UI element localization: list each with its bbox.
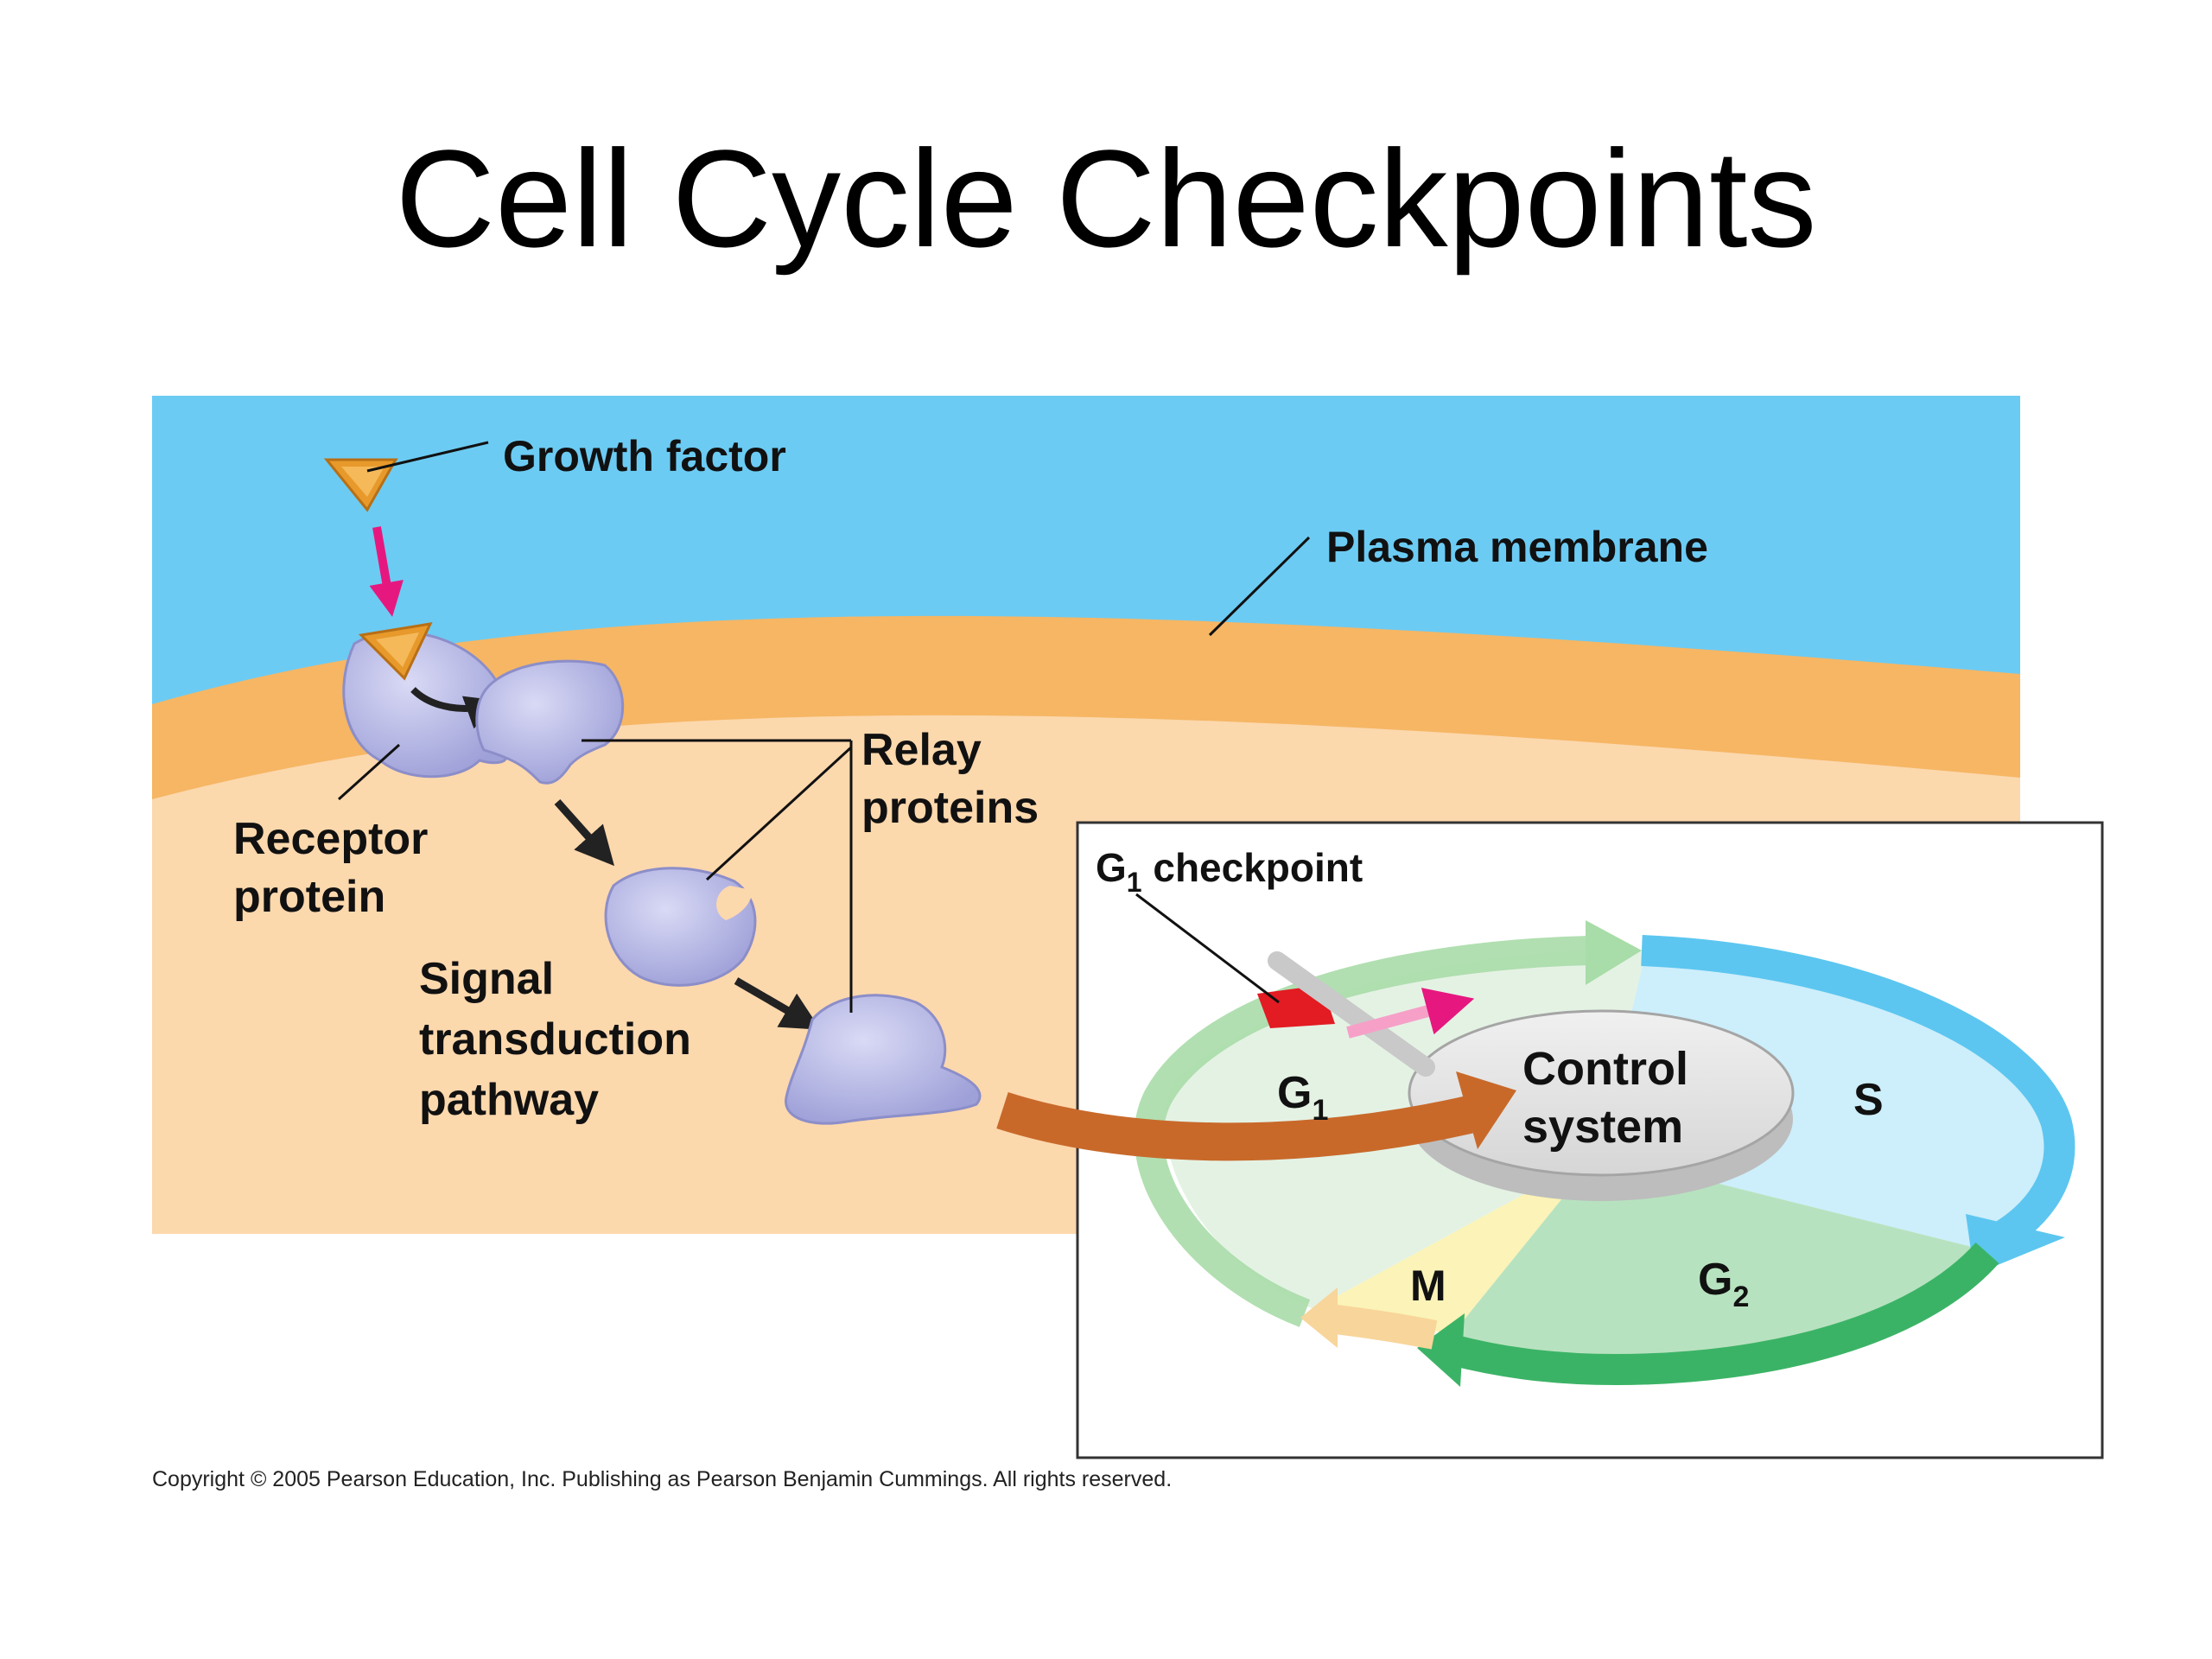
receptor-leader-line [337, 743, 401, 801]
phase-g1-sub: 1 [1312, 1094, 1328, 1127]
copyright-notice: Copyright © 2005 Pearson Education, Inc.… [152, 1467, 1173, 1491]
plasma-membrane-label: Plasma membrane [1326, 523, 1708, 571]
phase-g2-label: G2 [1698, 1255, 1749, 1313]
signal-label-line2: transduction [419, 1014, 691, 1065]
relay-protein-3 [785, 994, 982, 1125]
phase-g1-label: G1 [1277, 1068, 1328, 1127]
checkpoint-label-sub: 1 [1127, 867, 1142, 898]
checkpoint-leader-line [1135, 893, 1280, 1004]
slide-title: Cell Cycle Checkpoints [395, 121, 1817, 276]
signal-label-line3: pathway [419, 1075, 599, 1125]
phase-s-label: S [1853, 1075, 1884, 1125]
relay-arrow-1 [554, 799, 614, 867]
signal-to-control-arrowhead [1456, 1071, 1516, 1149]
receptor-label-line1: Receptor [233, 814, 428, 864]
g1-phase-arrow [1134, 936, 1591, 1327]
m-phase-arrow [1319, 1303, 1438, 1350]
m-arrow-head [1300, 1287, 1338, 1348]
m-phase-sector [1313, 1154, 1599, 1335]
relay-protein-1 [475, 659, 625, 785]
growth-factor-bound [358, 622, 433, 681]
control-system-line1: Control [1522, 1043, 1688, 1095]
signal-to-control-arrow [996, 1092, 1473, 1161]
growth-factor-leader-line [366, 441, 489, 473]
checkpoint-lever [1268, 951, 1435, 1077]
relay-label-line2: proteins [861, 783, 1039, 833]
phase-g2-sub: 2 [1732, 1281, 1749, 1313]
checkpoint-label-base: G [1096, 845, 1127, 890]
relay-protein-2-notch [716, 886, 753, 920]
checkpoint-label-rest: checkpoint [1142, 845, 1363, 890]
plasma-membrane-leader-line [1208, 536, 1311, 637]
g2-phase-sector [1452, 1154, 1996, 1365]
growth-factor-label: Growth factor [503, 432, 786, 480]
g2-arrow-head [1417, 1313, 1465, 1387]
s-phase-arrow [1641, 935, 2075, 1259]
binding-arrow [369, 526, 404, 617]
g1-arrow-head [1586, 920, 1642, 985]
phase-g2-base: G [1698, 1255, 1732, 1305]
phase-g1-base: G [1277, 1068, 1312, 1118]
relay-leader-diagonal [705, 746, 853, 881]
growth-factor-free [323, 458, 398, 512]
relay-protein-2 [604, 867, 757, 987]
relay-label-line1: Relay [861, 725, 982, 775]
cell-cycle-inset: G1 checkpoint Control system G1 S G2 M [996, 821, 2104, 1459]
receptor-label-line2: protein [233, 872, 385, 922]
signal-label-line1: Signal [419, 954, 554, 1004]
phase-m-label: M [1410, 1262, 1446, 1310]
control-disk-top [1408, 1009, 1795, 1177]
relay-arrow-2 [734, 977, 821, 1030]
g2-phase-arrow [1447, 1242, 1999, 1386]
control-system-line2: system [1522, 1101, 1683, 1153]
checkpoint-label: G1 checkpoint [1096, 845, 1363, 898]
checkpoint-signal-arrow [1346, 988, 1475, 1039]
